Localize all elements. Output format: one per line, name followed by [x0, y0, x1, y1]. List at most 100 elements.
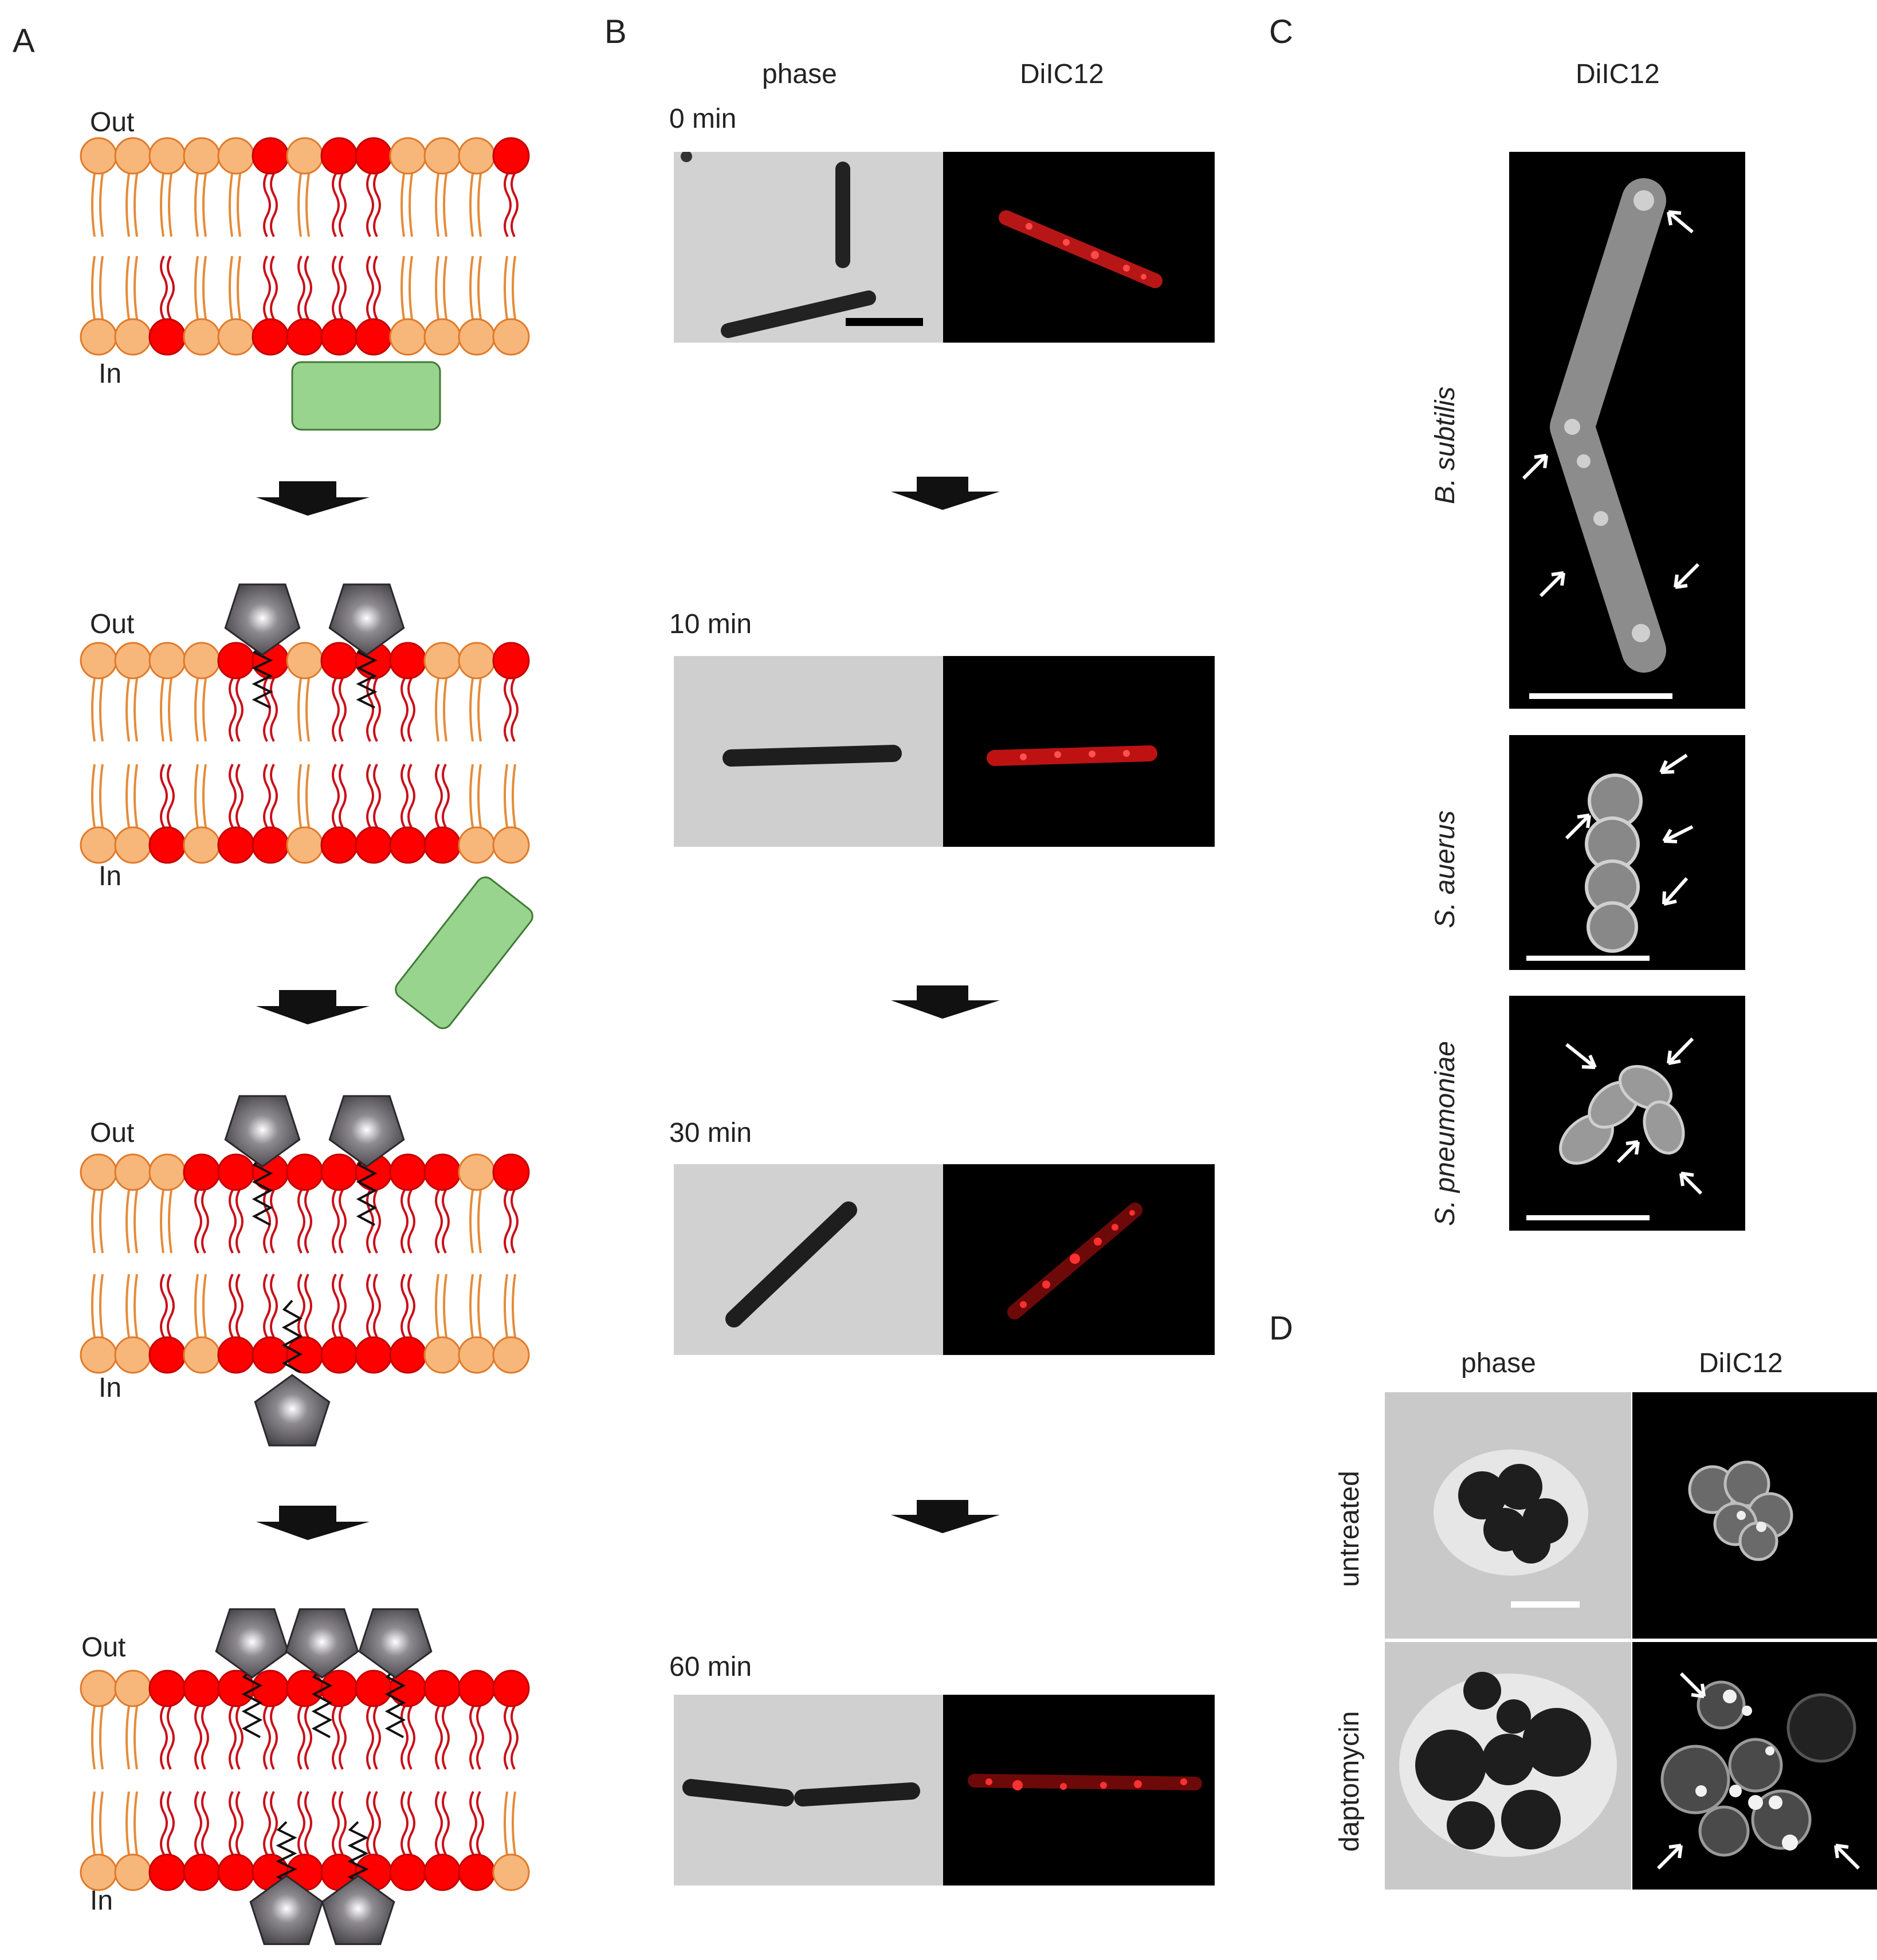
lipid-head-rigid — [286, 318, 324, 356]
lipid-head-rigid — [492, 642, 530, 679]
lipid-tail — [366, 1189, 381, 1254]
lipid-head-rigid — [423, 1670, 461, 1707]
lipid-tail — [400, 1189, 415, 1254]
membrane1-in-label: In — [99, 359, 122, 389]
lipid-tail — [400, 173, 413, 237]
lipid-tail — [504, 173, 519, 237]
lipid-head-fluid — [286, 642, 324, 679]
lipid-tail — [229, 1791, 244, 1855]
lipid-head-fluid — [148, 642, 186, 679]
lipid-tail — [366, 764, 381, 828]
step-arrows — [256, 481, 370, 1540]
lipid-tail — [469, 1189, 482, 1254]
lipid-tail — [297, 678, 310, 742]
lipid-head-rigid — [217, 642, 255, 679]
lipid-head-fluid — [80, 1670, 117, 1707]
step-arrow-b2 — [891, 985, 1000, 1019]
antibiotic-tail — [384, 1667, 406, 1738]
lipid-head-rigid — [458, 1670, 496, 1707]
antibiotic-molecule — [285, 1608, 359, 1679]
lipid-tail — [332, 764, 347, 828]
lipid-head-fluid — [423, 1336, 461, 1374]
condition-label-daptomycin: daptomycin — [1334, 1711, 1365, 1852]
lipid-head-rigid — [320, 642, 358, 679]
panel-c-label: C — [1269, 13, 1293, 50]
phase-image-30min — [674, 1164, 943, 1355]
lipid-head-fluid — [148, 1153, 186, 1191]
lipid-head-fluid — [458, 642, 496, 679]
lipid-head-fluid — [423, 318, 461, 356]
lipid-tail — [125, 1706, 138, 1770]
lipid-head-rigid — [492, 1153, 530, 1191]
lipid-head-fluid — [114, 1153, 152, 1191]
antibiotic-molecule — [358, 1608, 433, 1679]
image-spneumoniae — [1509, 996, 1745, 1231]
lipid-head-rigid — [320, 826, 358, 864]
lipid-tail — [125, 173, 138, 237]
panel-a-diagram — [80, 137, 533, 1945]
lipid-head-fluid — [183, 1336, 221, 1374]
lipid-tail — [91, 1189, 104, 1254]
lipid-tail — [194, 1791, 209, 1855]
lipid-head-fluid — [183, 826, 221, 864]
lipid-tail — [469, 1274, 482, 1338]
scale-bar — [1511, 1601, 1580, 1608]
lipid-tail — [435, 1791, 450, 1855]
lipid-tail — [263, 764, 278, 828]
lipid-tail — [194, 1274, 207, 1338]
dye-image-0min — [943, 152, 1215, 343]
antibiotic-tail — [347, 1821, 369, 1886]
lipid-head-rigid — [183, 1670, 221, 1707]
lipid-tail — [160, 1706, 175, 1770]
lipid-tail — [297, 256, 312, 320]
lipid-tail — [332, 1706, 347, 1770]
antibiotic-molecule — [249, 1875, 324, 1945]
lipid-head-rigid — [423, 1153, 461, 1191]
lipid-head-rigid — [320, 1336, 358, 1374]
lipid-tail — [504, 1274, 516, 1338]
lipid-head-rigid — [320, 318, 358, 356]
lipid-tail — [469, 1706, 484, 1770]
lipid-head-rigid — [320, 1153, 358, 1191]
panel-a-label: A — [13, 22, 35, 60]
lipid-head-fluid — [492, 1336, 530, 1374]
lipid-head-fluid — [80, 1153, 117, 1191]
antibiotic-molecule — [254, 1374, 331, 1447]
lipid-head-rigid — [148, 1853, 186, 1891]
lipid-tail — [469, 256, 482, 320]
lipid-tail — [366, 256, 381, 320]
membrane4-in-label: In — [90, 1886, 113, 1916]
timepoint-label-0: 0 min — [669, 104, 737, 134]
panel-b-label: B — [604, 13, 627, 50]
lipid-tail — [229, 1189, 244, 1254]
lipid-tail — [332, 1189, 347, 1254]
dye-image-60min — [943, 1695, 1215, 1886]
lipid-tail — [366, 1706, 381, 1770]
lipid-head-rigid — [389, 1153, 427, 1191]
lipid-tail — [332, 1791, 347, 1855]
dye-image-10min — [943, 656, 1215, 847]
antibiotic-molecule — [224, 1095, 301, 1168]
lipid-tail — [91, 256, 104, 320]
lipid-tail — [435, 678, 447, 742]
panel-d-label: D — [1269, 1310, 1293, 1347]
dye-image-untreated — [1632, 1392, 1877, 1639]
lipid-tail — [263, 1189, 278, 1254]
antibiotic-tail — [241, 1667, 263, 1738]
lipid-head-rigid — [217, 1670, 255, 1707]
species-label-spneumoniae: S. pneumoniae — [1430, 1041, 1460, 1226]
lipid-tail — [435, 173, 447, 237]
lipid-head-fluid — [114, 642, 152, 679]
lipid-head-rigid — [492, 137, 530, 175]
lipid-head-rigid — [355, 1336, 392, 1374]
lipid-head-rigid — [252, 318, 289, 356]
lipid-tail — [366, 678, 381, 742]
lipid-head-fluid — [423, 642, 461, 679]
membrane3-in-label: In — [99, 1373, 122, 1403]
lipid-head-fluid — [458, 1336, 496, 1374]
lipid-head-fluid — [217, 318, 255, 356]
lipid-head-rigid — [183, 1853, 221, 1891]
lipid-head-rigid — [389, 1336, 427, 1374]
lipid-head-fluid — [458, 1153, 496, 1191]
lipid-tail — [229, 1706, 244, 1770]
